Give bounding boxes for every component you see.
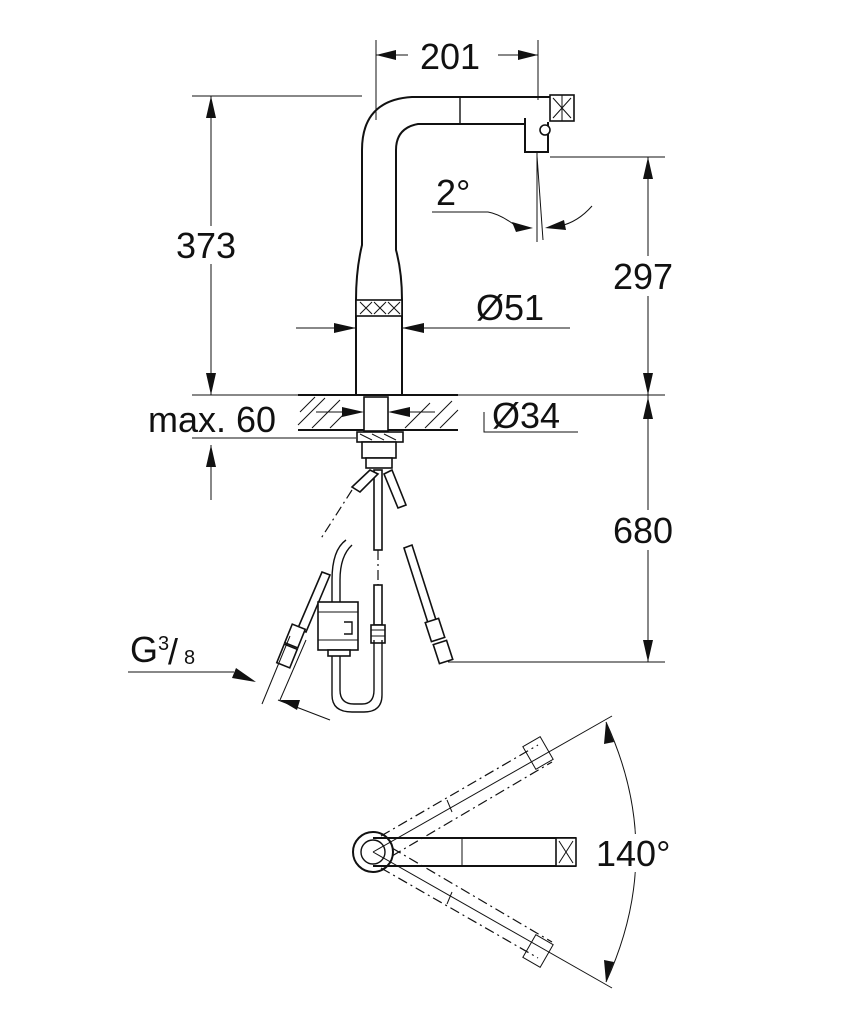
thread-sup-label: 3 (158, 633, 169, 655)
dimension-diameter-51: Ø51 (296, 287, 570, 333)
faucet-top-view: 140° (352, 715, 674, 989)
mounting-shank (356, 396, 404, 469)
dimension-297: 297 (458, 156, 688, 396)
supply-hoses (275, 468, 454, 713)
dimension-tilt-angle: 2° (432, 152, 593, 242)
dimension-373-label: 373 (176, 225, 236, 266)
dimension-373: 373 (170, 95, 362, 396)
faucet-side-view (355, 94, 575, 396)
dimension-680: 680 (448, 395, 688, 663)
thread-g-label: G (130, 629, 158, 670)
dimension-201-label: 201 (420, 36, 480, 77)
dimension-680-label: 680 (613, 510, 673, 551)
diameter-34-label: Ø34 (492, 395, 560, 436)
dimension-297-label: 297 (613, 256, 673, 297)
thread-slash-label: / (168, 631, 178, 672)
dimension-countertop: max. 60 Ø34 (148, 395, 578, 500)
tilt-angle-label: 2° (436, 172, 470, 213)
thread-sub-label: 8 (184, 647, 195, 669)
dimension-201: 201 (375, 36, 539, 120)
swivel-angle-label: 140° (596, 833, 670, 874)
diameter-51-label: Ø51 (476, 287, 544, 328)
connection-thread: G 3 / 8 (128, 629, 331, 721)
max-thickness-label: max. 60 (148, 399, 276, 440)
